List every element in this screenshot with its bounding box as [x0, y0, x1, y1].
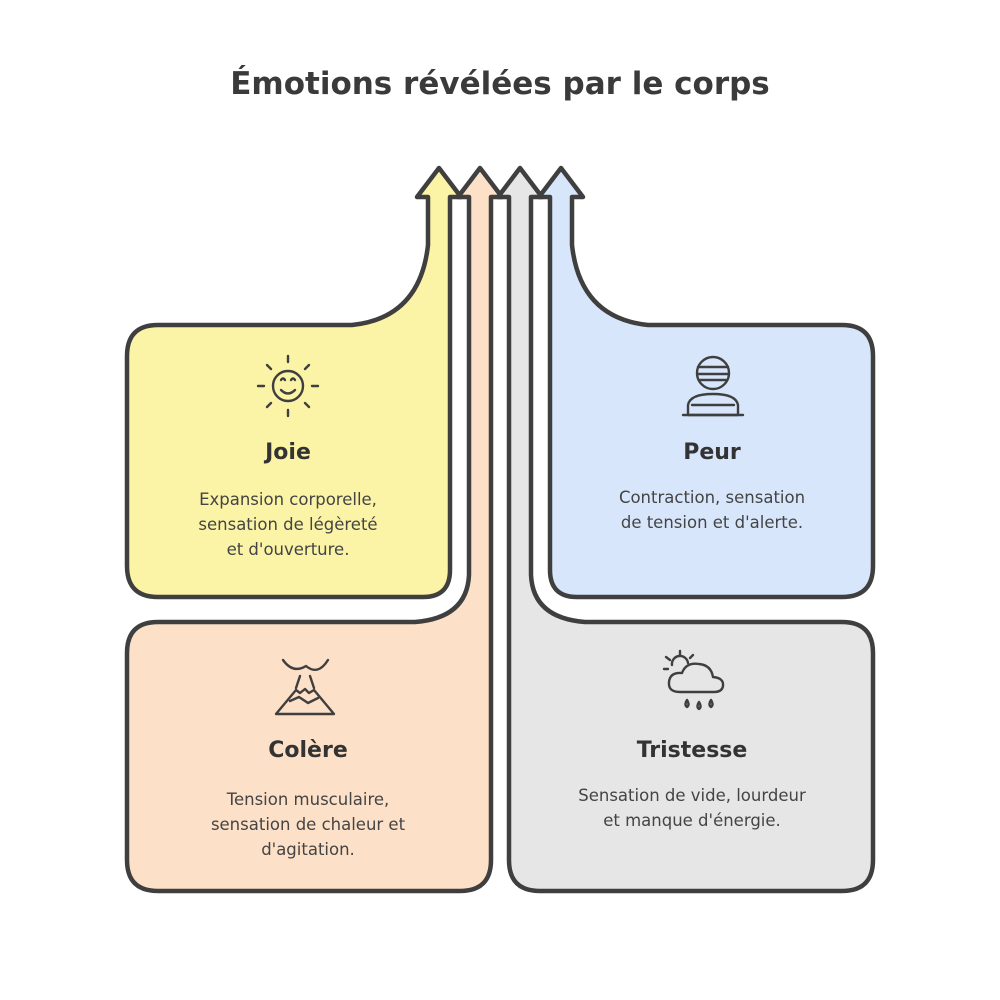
tristesse-card	[495, 165, 876, 894]
colere-description: Tension musculaire, sensation de chaleur…	[210, 790, 406, 859]
colere-card	[124, 165, 505, 894]
cloud-rain-sun-icon	[662, 649, 725, 711]
joie-description: Expansion corporelle, sensation de légèr…	[198, 490, 378, 559]
colere-title: Colère	[268, 738, 348, 763]
sun-smile-icon	[256, 354, 320, 418]
tristesse-title: Tristesse	[636, 738, 748, 763]
peur-card	[536, 165, 876, 600]
volcano-icon	[274, 658, 336, 716]
peur-description: Contraction, sensation de tension et d'a…	[618, 488, 806, 532]
diagram-title: Émotions révélées par le corps	[230, 66, 770, 102]
joie-card	[124, 165, 464, 600]
bandaged-person-icon	[681, 355, 745, 417]
tristesse-description: Sensation de vide, lourdeur et manque d'…	[578, 786, 806, 830]
peur-title: Peur	[683, 440, 741, 465]
joie-title: Joie	[265, 440, 311, 465]
